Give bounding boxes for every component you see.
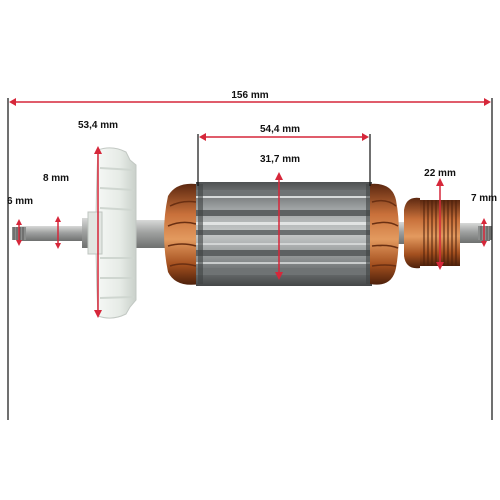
overall-length-dimension bbox=[7, 98, 493, 420]
core-length-label: 54,4 mm bbox=[259, 124, 301, 135]
bearing-seat-dimension bbox=[55, 216, 61, 249]
right-windings bbox=[370, 183, 399, 285]
armature-core bbox=[196, 182, 372, 286]
cooling-fan bbox=[87, 147, 137, 319]
right-shaft-thread bbox=[478, 226, 492, 240]
commutator bbox=[404, 197, 460, 269]
fan-diameter-dimension bbox=[94, 146, 102, 318]
left-shaft-dimension bbox=[16, 219, 22, 246]
core-diameter-dimension bbox=[275, 172, 283, 280]
fan-diameter-label: 53,4 mm bbox=[77, 120, 119, 131]
left-windings bbox=[164, 183, 200, 285]
overall-length-label: 156 mm bbox=[231, 90, 269, 101]
left-shaft-label: 6 mm bbox=[6, 196, 34, 207]
core-length-dimension bbox=[197, 133, 371, 186]
right-shaft-dimension bbox=[481, 218, 487, 247]
commutator-diameter-label: 22 mm bbox=[424, 168, 456, 179]
bearing-seat-label: 8 mm bbox=[42, 173, 70, 184]
commutator-diameter-dimension bbox=[436, 178, 444, 270]
right-shaft-label: 7 mm bbox=[470, 193, 498, 204]
core-diameter-label: 31,7 mm bbox=[259, 154, 301, 165]
